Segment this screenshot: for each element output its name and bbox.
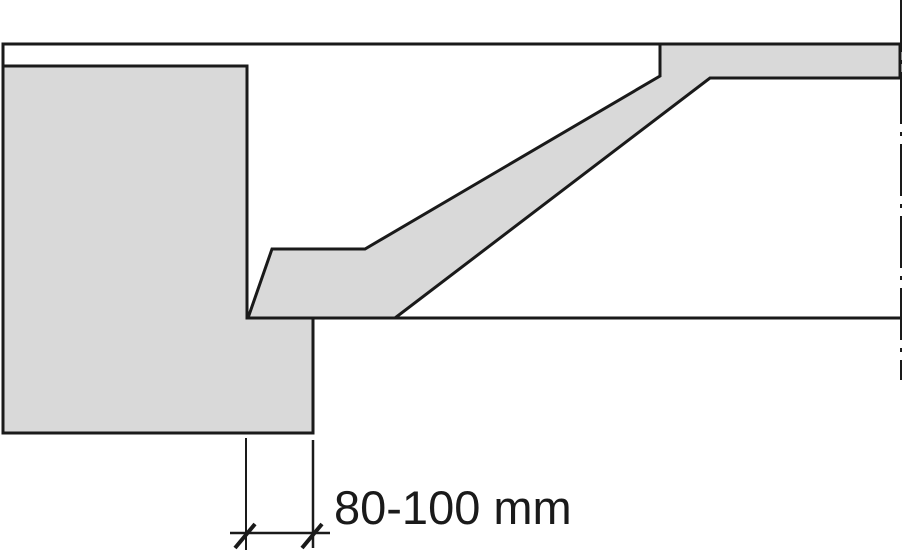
dimension-tick-left (233, 522, 257, 550)
top-outline (1, 42, 660, 66)
dimension-tick-right (300, 522, 324, 550)
inclined-slab (245, 42, 902, 320)
dimension-label: 80-100 mm (334, 481, 572, 534)
left-wall-block (1, 64, 315, 435)
